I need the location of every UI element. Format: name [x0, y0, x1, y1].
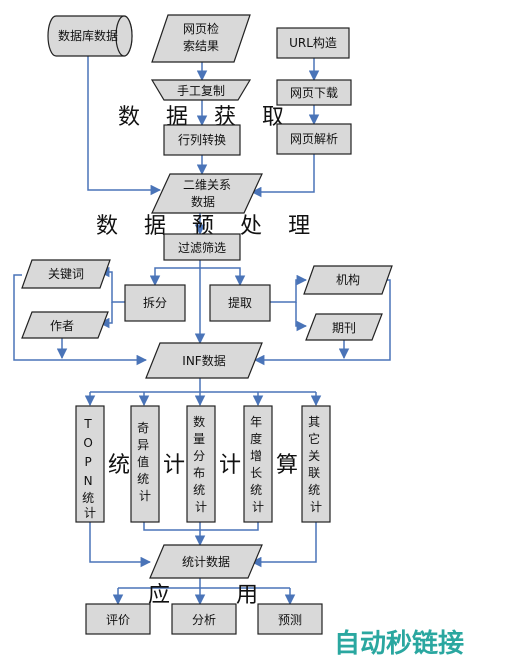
- database-node: 数据库数据: [47, 15, 133, 57]
- edge-database-twodim: [87, 55, 162, 196]
- web-parse-node: 网页解析: [276, 123, 352, 155]
- evaluation-label: 评价: [106, 613, 130, 627]
- evaluation-node: 评价: [85, 603, 151, 635]
- author-label: 作者: [50, 319, 74, 333]
- database-label: 数据库数据: [58, 28, 118, 43]
- web-search-node: 网页检 索结果: [151, 14, 251, 63]
- stat-data-label: 统计数据: [182, 554, 230, 569]
- other-stat-node: 其 它 关 联 统 计: [301, 405, 331, 523]
- filter-node: 过滤筛选: [163, 233, 241, 261]
- analysis-label: 分析: [192, 613, 216, 627]
- row-col-node: 行列转换: [163, 124, 241, 156]
- split-label: 拆分: [143, 295, 167, 310]
- prediction-label: 预测: [278, 613, 302, 627]
- extract-label: 提取: [228, 295, 252, 310]
- edge-filter-split: [149, 267, 200, 287]
- annual-stat-node: 年 度 增 长 统 计: [243, 405, 273, 523]
- odd-value-stat-node: 奇 异 值 统 计: [130, 405, 160, 523]
- topn-stat-label: T O P N 统 计: [82, 417, 98, 520]
- edge-extract-institution: [270, 274, 308, 303]
- split-node: 拆分: [124, 284, 186, 322]
- edge-filter-extract: [200, 267, 246, 287]
- stage-preprocess: 数据预处理: [96, 214, 336, 239]
- institution-label: 机构: [336, 272, 360, 287]
- stage-stats: 统 计 计 算: [108, 453, 298, 478]
- stage-apply: 应 用: [148, 583, 258, 608]
- quantity-stat-node: 数 量 分 布 统 计: [186, 405, 216, 523]
- journal-node: 期刊: [305, 313, 383, 341]
- svg-text:统: 统: [108, 453, 130, 478]
- web-parse-label: 网页解析: [290, 132, 338, 146]
- svg-text:算: 算: [276, 453, 298, 478]
- extract-node: 提取: [209, 284, 271, 322]
- web-search-label-1: 网页检: [183, 21, 219, 36]
- two-dim-label-1: 二维关系: [183, 178, 231, 192]
- two-dim-label-2: 数据: [191, 194, 215, 209]
- odd-value-stat-label: 奇 异 值 统 计: [137, 421, 153, 503]
- web-search-label-2: 索结果: [183, 39, 219, 53]
- inf-data-node: INF数据: [145, 342, 263, 379]
- two-dim-node: 二维关系 数据: [151, 173, 263, 214]
- web-download-label: 网页下载: [290, 86, 338, 100]
- stat-data-node: 统计数据: [149, 544, 263, 579]
- other-stat-label: 其 它 关 联 统 计: [308, 415, 324, 514]
- inf-data-label: INF数据: [182, 353, 225, 368]
- annual-stat-label: 年 度 增 长 统 计: [250, 415, 266, 514]
- web-download-node: 网页下载: [276, 79, 352, 106]
- journal-label: 期刊: [332, 321, 356, 335]
- edges: [13, 55, 391, 606]
- url-build-node: URL构造: [276, 27, 350, 59]
- edge-topn-statdata: [89, 522, 152, 568]
- filter-label: 过滤筛选: [178, 240, 226, 255]
- quantity-stat-label: 数 量 分 布 统 计: [193, 414, 209, 514]
- institution-node: 机构: [303, 265, 393, 295]
- prediction-node: 预测: [257, 603, 323, 635]
- author-node: 作者: [21, 311, 109, 339]
- manual-copy-label: 手工复制: [177, 84, 225, 98]
- edge-other-statdata: [250, 522, 317, 568]
- svg-text:应: 应: [148, 583, 170, 608]
- row-col-label: 行列转换: [178, 132, 226, 147]
- svg-text:用: 用: [236, 583, 258, 608]
- svg-text:计: 计: [219, 453, 241, 478]
- topn-stat-node: T O P N 统 计: [75, 405, 105, 523]
- edge-keyword-inf: [13, 274, 148, 366]
- keyword-node: 关键词: [21, 259, 111, 289]
- keyword-label: 关键词: [48, 267, 84, 281]
- watermark-text: 自动秒链接: [334, 628, 464, 659]
- edge-parse-twodim: [250, 154, 315, 198]
- analysis-node: 分析: [171, 603, 237, 635]
- edge-extract-journal: [295, 302, 308, 332]
- svg-text:计: 计: [163, 453, 185, 478]
- manual-copy-node: 手工复制: [150, 79, 252, 101]
- edge-mid-merge: [143, 522, 259, 531]
- url-build-label: URL构造: [289, 35, 337, 50]
